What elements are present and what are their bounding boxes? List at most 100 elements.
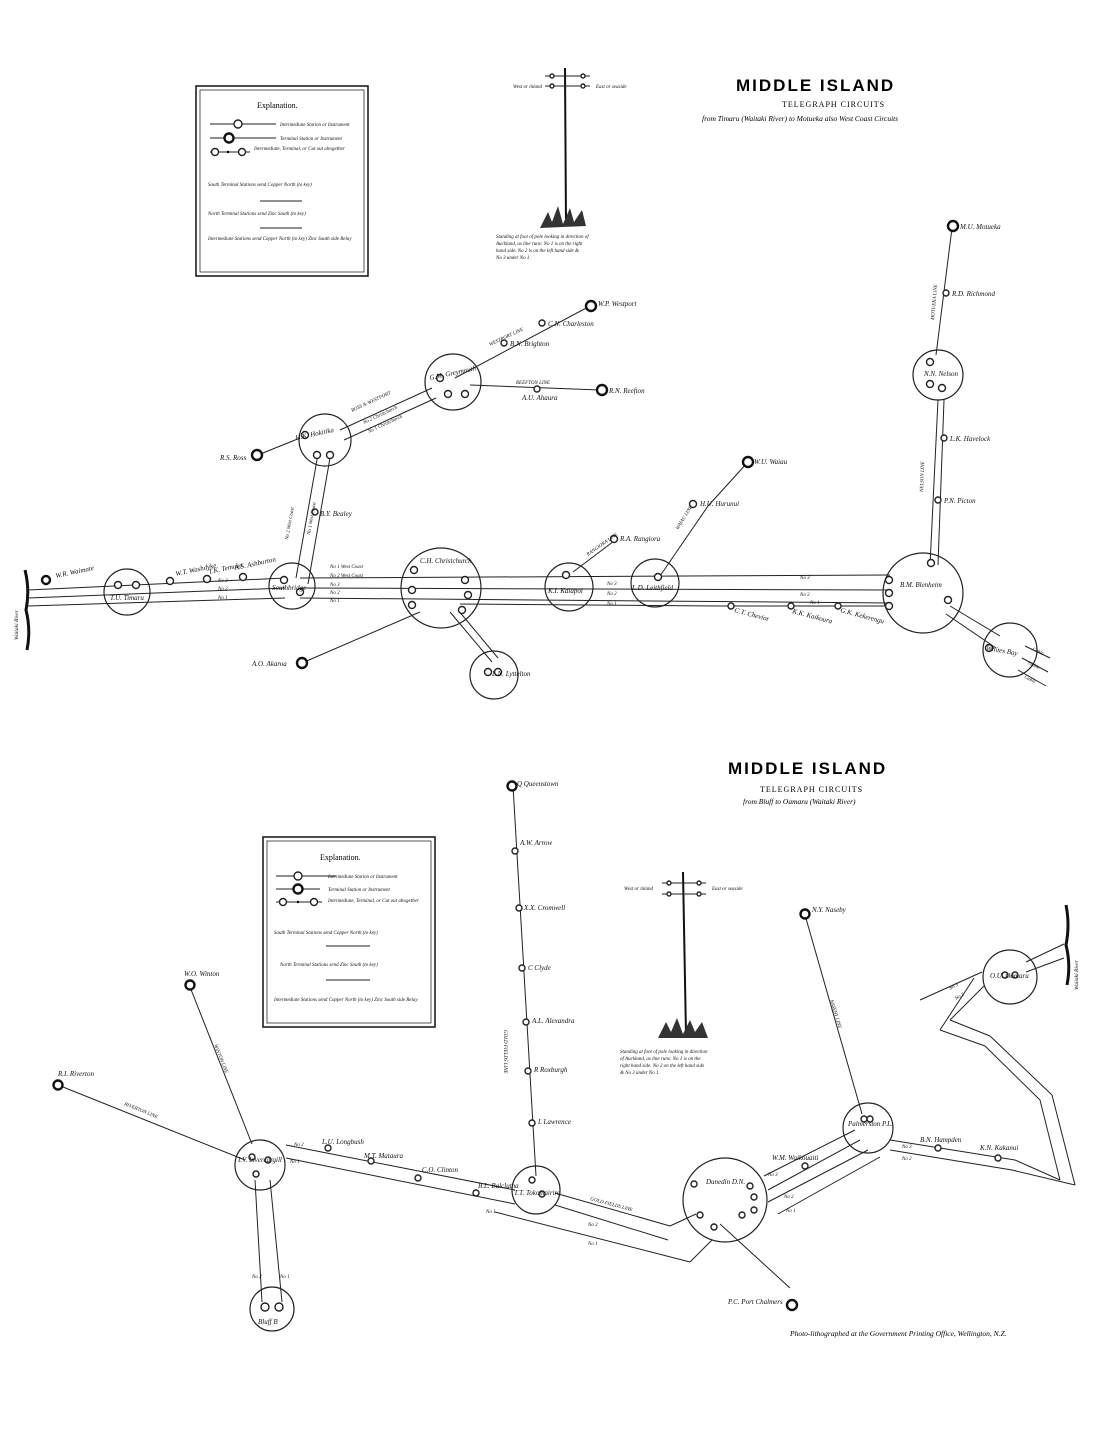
line-no1-a: No 1 <box>329 599 340 604</box>
station-leithfield: L.D. Leithfield <box>631 584 674 592</box>
map1-pole-note-2: Auckland, as line runs: No 1 is on the r… <box>495 242 583 247</box>
map1-station-rings <box>103 349 1038 700</box>
line-winton: WINTON LINE <box>212 1044 228 1075</box>
station-oamaru: O.U. Oamaru <box>990 972 1029 980</box>
station-hurunui: H.U. Hurunui <box>699 500 739 508</box>
map2-explanation-heading: Explanation. <box>320 853 361 862</box>
line-gold-fields-vertical: GOLD FIELDS LINE <box>502 1030 507 1074</box>
station-winton: W.O. Winton <box>184 970 220 978</box>
station-balclutha: B.L. Balclutha <box>478 1182 519 1190</box>
station-kaiapoi: K.I. Kaiapoi <box>547 587 583 595</box>
line-no3-c: No 3 <box>606 582 617 587</box>
station-longbush: L.U. Longbush <box>321 1138 364 1146</box>
line2-no2-b: No 2 <box>587 1223 598 1228</box>
line2-no3-a: No 3 <box>767 1173 778 1178</box>
line2-no2-e: No 2 <box>901 1157 912 1162</box>
line-no1-c: No 1 <box>606 602 617 607</box>
station-havelock: L.K. Havelock <box>949 435 991 443</box>
station-ross: R.S. Ross <box>219 454 247 462</box>
line-no1-westcoast-a: No 1 West Coast <box>307 501 318 536</box>
line-motueka: MOTUEKA LINE <box>931 284 939 321</box>
station-bealey: B.Y. Bealey <box>320 510 353 518</box>
map1-expl-2: Terminal Station or Instrument <box>280 137 343 142</box>
station-dunedin: Dunedin D.N. <box>705 1178 745 1186</box>
map1-explanation-heading: Explanation. <box>257 101 298 110</box>
station-motueka: M.U. Motueka <box>959 223 1001 231</box>
line-nelson: NELSON LINE <box>920 461 926 493</box>
station-clyde: C Clyde <box>528 964 551 972</box>
credit-line: Photo-lithographed at the Government Pri… <box>789 1329 1007 1338</box>
line2-no2-f: No 2 <box>954 992 966 1002</box>
map1-station-markers <box>40 219 994 677</box>
map1-river-label: Waitaki River <box>14 609 20 640</box>
map1-trunk-lines <box>27 227 1051 687</box>
station-waiau: W.U. Waiau <box>754 458 788 466</box>
station-blenheim: B.M. Blenheim <box>900 581 942 589</box>
line-naseby: NASEBY LINE <box>828 998 842 1029</box>
map2-pole-figure: West or inland East or seaside Standing … <box>620 871 743 1076</box>
map1-pole-figure: West or inland East or seaside Standing … <box>495 67 627 261</box>
line-cable-3: Cable <box>1023 675 1037 685</box>
station-westport: W.P. Westport <box>598 300 638 308</box>
station-cheviot: C.T. Cheviot <box>733 606 770 623</box>
line2-no2-a: No 2 <box>293 1143 304 1148</box>
map1-labels: W.R. Waimate T.U. Timaru W.T. Washdyke T… <box>55 223 1045 685</box>
station-roxburgh: R Roxburgh <box>533 1066 568 1074</box>
line-no2-westcoast-a: No 2 West Coast <box>285 506 296 541</box>
station-riverton: R.I. Riverton <box>57 1070 94 1078</box>
map1-pole-west: West or inland <box>513 85 542 90</box>
map2-title-block: MIDDLE ISLAND TELEGRAPH CIRCUITS from Bl… <box>728 759 885 806</box>
station-lawrence: L Lawrence <box>537 1118 571 1126</box>
map1-river: Waitaki River <box>14 569 31 651</box>
station-ashburton: A.S. Ashburton <box>233 555 277 572</box>
map1-pole-note-1: Standing at foot of pole looking in dire… <box>496 235 589 240</box>
station-arrow: A.W. Arrow <box>519 839 553 847</box>
station-naseby: N.Y. Naseby <box>811 906 847 914</box>
line-no2-b: No 2 <box>217 587 228 592</box>
map2-pole-note-3: right hand side. No 2 on the left hand s… <box>620 1064 705 1069</box>
station-kakanui: K.N. Kakanui <box>979 1144 1018 1152</box>
map2-pole-note-4: & No 3 under No 1. <box>620 1071 660 1076</box>
map1-expl-6: Intermediate Stations send Copper North … <box>207 237 352 242</box>
station-kaikoura: K.K. Kaikoura <box>791 607 834 626</box>
map2-station-rings <box>234 949 1038 1332</box>
map1-title: MIDDLE ISLAND <box>736 76 895 95</box>
station-bluff: Bluff B <box>258 1318 278 1326</box>
station-whites-bay: Whites Bay <box>986 644 1019 658</box>
line-cable-1: Cable <box>1031 647 1045 657</box>
station-alexandra: A.L. Alexandra <box>531 1017 575 1025</box>
map1-title-block: MIDDLE ISLAND TELEGRAPH CIRCUITS from Ti… <box>702 76 898 123</box>
line-no1-b: No 1 <box>217 596 228 601</box>
map1-pole-note-3: hand side. No 2 is on the left hand side… <box>496 249 579 254</box>
map2-station-markers <box>52 780 1019 1312</box>
line-no1-d: No 1 <box>809 601 820 606</box>
line2-no3-c: No 3 <box>948 982 960 992</box>
line-rangiora: RANGIORA LINE <box>585 533 619 559</box>
map2-pole-note-2: of Auckland, as line runs: No 1 is on th… <box>620 1057 701 1062</box>
map2-river-label: Waitaki River <box>1074 959 1080 990</box>
station-greymouth: G.M. Greymouth <box>429 364 477 382</box>
map2-expl-5: North Terminal Stations send Zinc South … <box>279 963 378 968</box>
line-no1-westcoast: No 1 West Coast <box>329 565 364 570</box>
map1-expl-3: Intermediate, Terminal, or Cut out altog… <box>253 147 345 152</box>
map2-expl-2: Terminal Station or Instrument <box>328 888 391 893</box>
station-timaru: T.U. Timaru <box>110 594 144 602</box>
station-charleston: C.N. Charleston <box>548 320 594 328</box>
map1-expl-5: North Terminal Stations send Zinc South … <box>207 212 306 217</box>
map2-pole-west: West or inland <box>624 887 653 892</box>
line2-no1-c: No 1 <box>587 1242 598 1247</box>
line2-no1-a: No 1 <box>289 1160 300 1165</box>
map1-pole-east: East or seaside <box>595 85 627 90</box>
line2-no3-b: No 3 <box>901 1145 912 1150</box>
station-queenstown: Q Queenstown <box>517 780 559 788</box>
station-akaroa: A.O. Akaroa <box>251 660 287 668</box>
map2-labels: Q Queenstown A.W. Arrow X.X. Cromwell C … <box>57 780 1029 1326</box>
line-no2-a: No 2 <box>329 591 340 596</box>
line-riverton: RIVERTON LINE <box>122 1102 158 1120</box>
line-no2-c: No 2 <box>606 592 617 597</box>
station-palmerston: Palmerston P.L. <box>847 1120 893 1128</box>
map2-subtitle: TELEGRAPH CIRCUITS <box>760 785 863 794</box>
map2-river: Waitaki River <box>1064 904 1080 990</box>
map1-explanation-box: Explanation. Intermediate Station or Ins… <box>195 85 369 277</box>
